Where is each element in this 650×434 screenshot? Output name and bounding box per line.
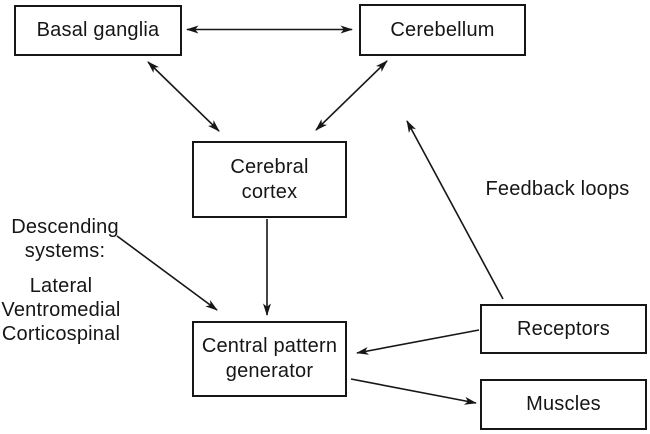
node-cerebellum-label: Cerebellum (390, 18, 495, 41)
node-muscles: Muscles (480, 379, 647, 430)
node-cerebral-cortex: Cerebral cortex (192, 141, 347, 218)
edge-cerebellum-cerebral-cortex (315, 60, 388, 131)
label-feedback-loops: Feedback loops (485, 178, 630, 200)
node-receptors-label: Receptors (517, 317, 610, 340)
label-descending-tract-list: Lateral Ventromedial Corticospinal (1, 275, 121, 345)
label-descending-systems: Descending systems: (11, 216, 119, 262)
node-basal-ganglia: Basal ganglia (14, 5, 182, 56)
node-basal-ganglia-label: Basal ganglia (36, 19, 160, 41)
node-central-pattern-generator: Central pattern generator (192, 321, 347, 397)
edge-receptors-cpg (356, 329, 480, 355)
node-cerebral-cortex-label: Cerebral cortex (230, 155, 309, 203)
node-muscles-label: Muscles (526, 393, 601, 415)
edge-receptors-feedback-up (406, 120, 504, 300)
node-central-pattern-generator-label: Central pattern generator (201, 335, 338, 382)
edge-basal-ganglia-cerebral-cortex (147, 61, 220, 132)
edge-cpg-muscles (350, 378, 477, 405)
node-cerebellum: Cerebellum (359, 4, 526, 56)
edge-descending-systems-cpg (116, 235, 218, 311)
node-receptors: Receptors (480, 304, 647, 354)
